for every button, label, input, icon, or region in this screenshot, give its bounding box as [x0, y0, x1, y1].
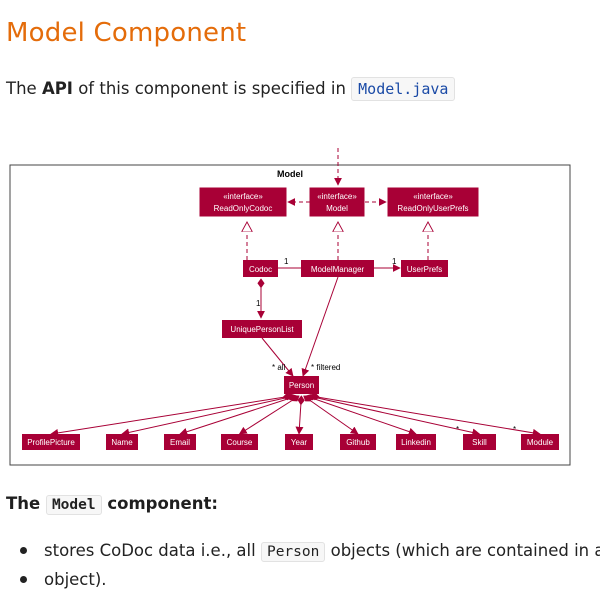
svg-text:UniquePersonList: UniquePersonList	[230, 325, 294, 334]
svg-text:ProfilePicture: ProfilePicture	[27, 438, 75, 447]
interface-readonlycodoc: «interface» ReadOnlyCodoc	[199, 187, 287, 217]
class-module: Module	[521, 434, 559, 450]
api-middle: of this component is specified in	[72, 79, 352, 98]
svg-text:Year: Year	[291, 438, 308, 447]
svg-text:Github: Github	[346, 438, 370, 447]
svg-text:ModelManager: ModelManager	[311, 265, 365, 274]
svg-text:Person: Person	[289, 381, 314, 390]
model-java-link[interactable]: Model.java	[351, 77, 456, 101]
mult-userprefs: 1	[392, 257, 397, 266]
attribute-composition-lines	[50, 393, 541, 437]
svg-text:Email: Email	[170, 438, 190, 447]
class-email: Email	[164, 434, 196, 450]
api-strong: API	[41, 79, 73, 98]
svg-text:«interface»: «interface»	[413, 192, 453, 201]
bullet-item-continuation: object).	[6, 566, 600, 594]
svg-text:ReadOnlyUserPrefs: ReadOnlyUserPrefs	[397, 204, 468, 213]
list-to-person-all	[261, 337, 294, 377]
component-heading: The Model component:	[6, 494, 218, 515]
svg-text:UserPrefs: UserPrefs	[407, 265, 443, 274]
svg-text:Skill: Skill	[472, 438, 487, 447]
class-person: Person	[284, 376, 319, 394]
class-modelmanager: ModelManager	[301, 260, 374, 277]
api-prefix: The	[6, 79, 42, 98]
model-class-diagram: Model 1 1 1 * all * filtered * * «interf…	[9, 148, 571, 466]
page-title: Model Component	[6, 18, 247, 48]
interface-readonlyuserprefs: «interface» ReadOnlyUserPrefs	[387, 187, 479, 217]
class-github: Github	[340, 434, 376, 450]
class-linkedin: Linkedin	[396, 434, 436, 450]
svg-text:Model: Model	[326, 204, 348, 213]
svg-text:Course: Course	[227, 438, 253, 447]
component-bullets: stores CoDoc data i.e., all Person objec…	[6, 537, 600, 594]
svg-text:Name: Name	[111, 438, 133, 447]
svg-text:ReadOnlyCodoc: ReadOnlyCodoc	[214, 204, 273, 213]
modelmanager-to-person-filtered	[301, 276, 339, 377]
mult-list: 1	[256, 299, 261, 308]
model-frame-label: Model	[277, 169, 303, 179]
class-userprefs: UserPrefs	[401, 260, 448, 277]
svg-text:Module: Module	[527, 438, 554, 447]
class-course: Course	[221, 434, 258, 450]
person-code: Person	[260, 542, 326, 562]
model-frame	[9, 164, 571, 466]
composition-line-year	[295, 395, 305, 435]
model-java-code[interactable]: Model.java	[351, 77, 456, 101]
mult-codoc: 1	[284, 257, 289, 266]
api-sentence: The API of this component is specified i…	[6, 77, 456, 101]
class-year: Year	[285, 434, 313, 450]
svg-text:«interface»: «interface»	[223, 192, 263, 201]
class-uniquepersonlist: UniquePersonList	[222, 320, 302, 338]
bullet-item: stores CoDoc data i.e., all Person objec…	[6, 537, 600, 566]
composition-line-module	[310, 393, 541, 437]
mult-filtered: * filtered	[311, 363, 340, 372]
class-skill: Skill	[463, 434, 496, 450]
composition-line-course	[238, 395, 300, 435]
class-name: Name	[106, 434, 138, 450]
svg-text:Codoc: Codoc	[249, 265, 272, 274]
svg-text:«interface»: «interface»	[317, 192, 357, 201]
class-codoc: Codoc	[243, 260, 278, 277]
attribute-classes: ProfilePicture Name Email Course Year Github L…	[22, 434, 559, 450]
svg-text:Linkedin: Linkedin	[401, 438, 431, 447]
mult-all: * all	[272, 363, 286, 372]
interface-model: «interface» Model	[309, 187, 365, 217]
class-profilepicture: ProfilePicture	[22, 434, 80, 450]
component-code: Model	[45, 495, 102, 515]
